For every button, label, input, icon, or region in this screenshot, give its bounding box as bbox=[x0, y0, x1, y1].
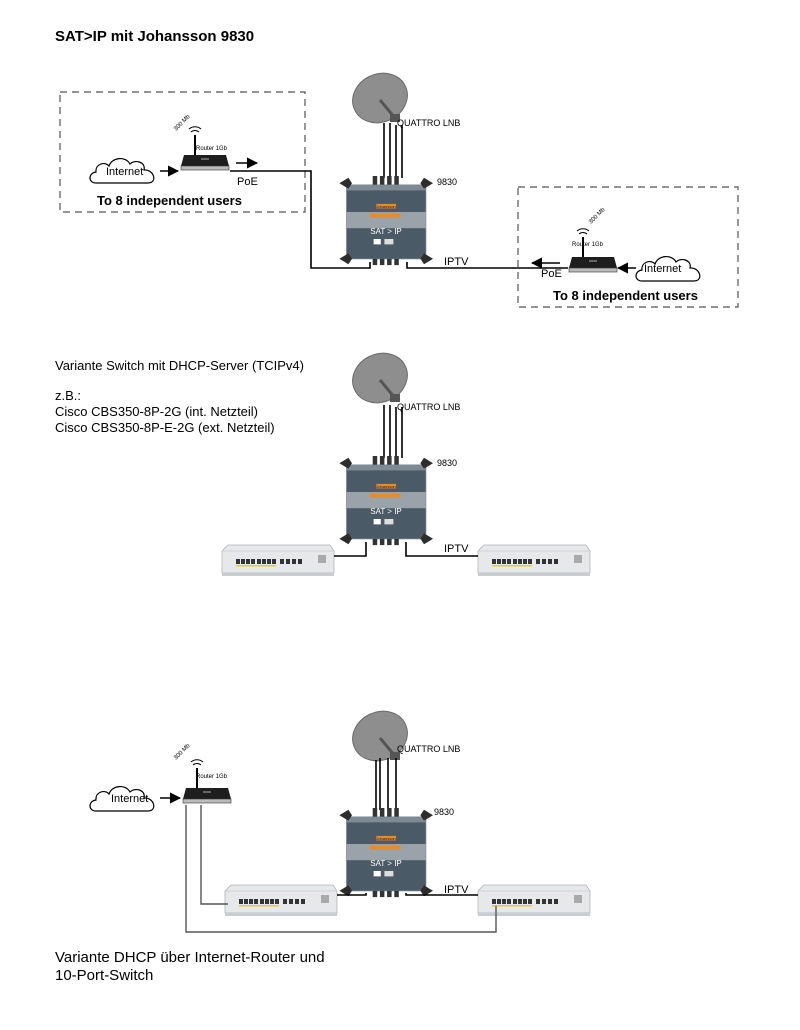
lnb-cables-2 bbox=[383, 405, 403, 458]
cable-iptv-3 bbox=[405, 893, 478, 896]
device-label: 9830 bbox=[437, 177, 457, 187]
device-face-label-3: SAT > IP bbox=[370, 859, 402, 868]
section2-example-label: z.B.: bbox=[55, 388, 81, 403]
cable-switch-left bbox=[334, 542, 367, 557]
page-title: SAT>IP mit Johansson 9830 bbox=[55, 28, 254, 45]
device-face-label: SAT > IP bbox=[370, 227, 402, 236]
section2-example-2: Cisco CBS350-8P-E-2G (ext. Netzteil) bbox=[55, 420, 275, 435]
router-label-3: Router 1Gb bbox=[196, 774, 228, 780]
poe-label-right: PoE bbox=[541, 268, 562, 280]
multiswitch-9830-2 bbox=[338, 455, 434, 546]
switch-left-3 bbox=[224, 884, 338, 917]
internet-label-right: Internet bbox=[644, 263, 681, 275]
speed-label-right: 300 Mb bbox=[588, 207, 607, 226]
lnb-label-3: QUATTRO LNB bbox=[397, 744, 460, 754]
lnb-cables-3 bbox=[375, 758, 397, 810]
users-label-right: To 8 independent users bbox=[553, 288, 698, 303]
device-face-label-2: SAT > IP bbox=[370, 507, 402, 516]
poe-label: PoE bbox=[237, 176, 258, 188]
device-label-2: 9830 bbox=[437, 458, 457, 468]
cable-poe bbox=[230, 170, 371, 269]
iptv-label: IPTV bbox=[444, 256, 469, 268]
internet-label-3: Internet bbox=[111, 793, 148, 805]
router-3 bbox=[182, 758, 232, 804]
switch-right-3 bbox=[477, 884, 591, 917]
iptv-label-3: IPTV bbox=[444, 884, 469, 896]
lnb-label: QUATTRO LNB bbox=[397, 118, 460, 128]
speed-label-3: 300 Mb bbox=[173, 743, 192, 762]
lnb-cables bbox=[383, 123, 403, 178]
users-box-right bbox=[517, 186, 739, 308]
multiswitch-9830-3 bbox=[338, 807, 434, 898]
cable-iptv-2 bbox=[405, 542, 478, 557]
router-right bbox=[568, 227, 618, 273]
cable-switch-left-3 bbox=[337, 893, 367, 896]
section3-caption-1: Variante DHCP über Internet-Router und bbox=[55, 949, 325, 966]
device-label-3: 9830 bbox=[434, 807, 454, 817]
cable-router-switch-right bbox=[185, 805, 497, 933]
multiswitch-9830 bbox=[338, 175, 434, 266]
router-label: Router 1Gb bbox=[196, 146, 228, 152]
lnb-label-2: QUATTRO LNB bbox=[397, 402, 460, 412]
section2-heading: Variante Switch mit DHCP-Server (TCIPv4) bbox=[55, 358, 304, 373]
device-brand: Johansson bbox=[376, 204, 395, 209]
iptv-label-2: IPTV bbox=[444, 543, 469, 555]
switch-left bbox=[221, 544, 335, 577]
switch-right bbox=[477, 544, 591, 577]
cable-iptv bbox=[406, 262, 568, 269]
router-label-right: Router 1Gb bbox=[572, 242, 604, 248]
device-brand-2: Johansson bbox=[376, 484, 395, 489]
users-box-left bbox=[59, 91, 306, 213]
device-brand-3: Johansson bbox=[376, 836, 395, 841]
internet-label: Internet bbox=[106, 166, 143, 178]
cable-router-switch-left bbox=[200, 805, 228, 905]
speed-label: 300 Mb bbox=[173, 114, 192, 133]
section2-example-1: Cisco CBS350-8P-2G (int. Netzteil) bbox=[55, 404, 258, 419]
section3-caption-2: 10-Port-Switch bbox=[55, 967, 153, 984]
users-label-left: To 8 independent users bbox=[97, 193, 242, 208]
